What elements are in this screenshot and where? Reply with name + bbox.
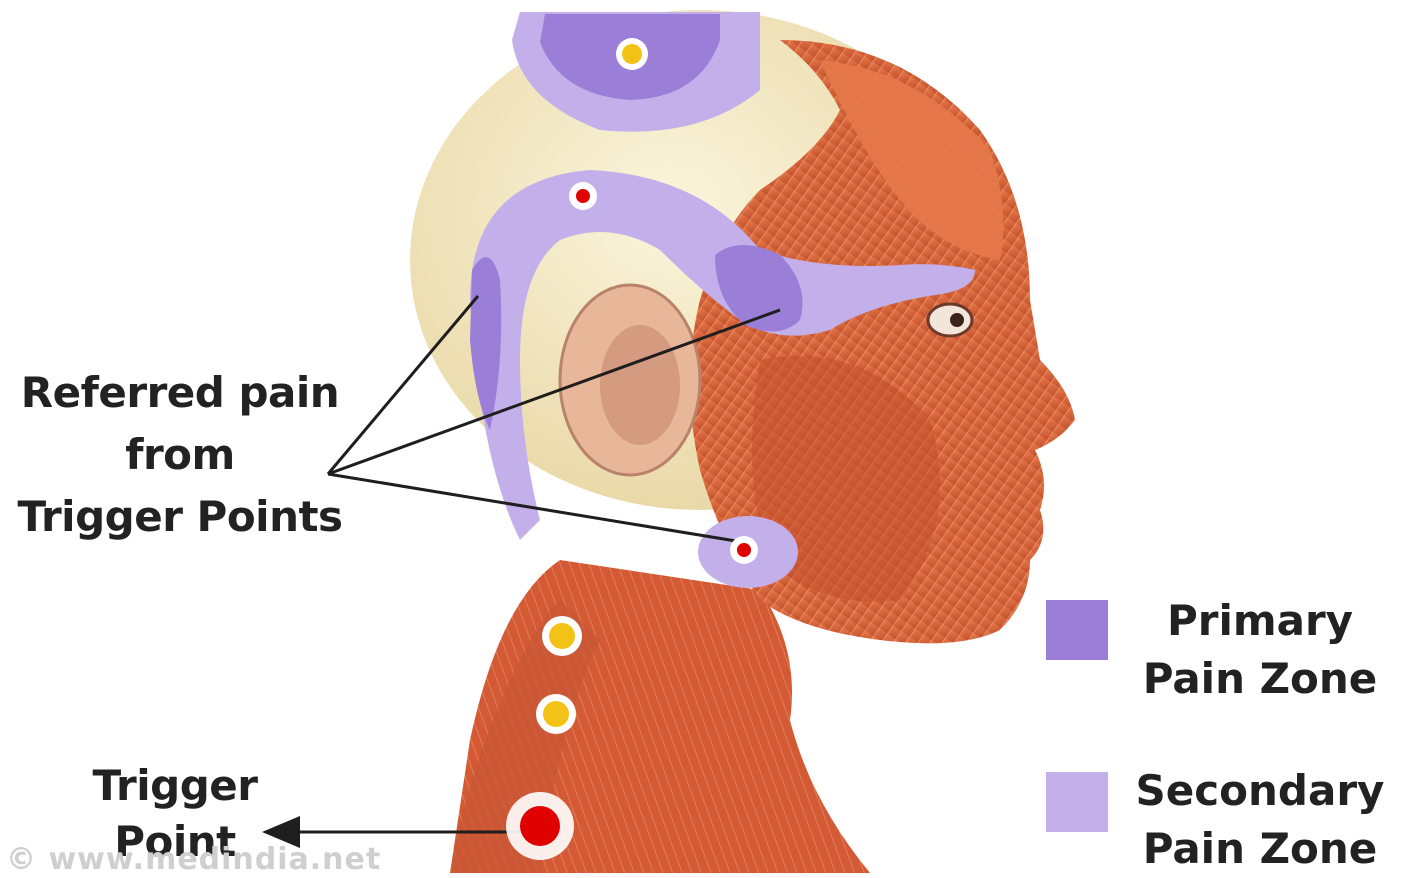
legend-label-secondary: Secondary Pain Zone bbox=[1130, 762, 1390, 878]
legend-swatch-secondary bbox=[1046, 772, 1108, 832]
legend-swatch-primary bbox=[1046, 600, 1108, 660]
referred-pain-label: Referred pain from Trigger Points bbox=[12, 362, 348, 548]
legend-label-primary: Primary Pain Zone bbox=[1130, 592, 1390, 708]
watermark: © www.medindia.net bbox=[6, 842, 381, 877]
